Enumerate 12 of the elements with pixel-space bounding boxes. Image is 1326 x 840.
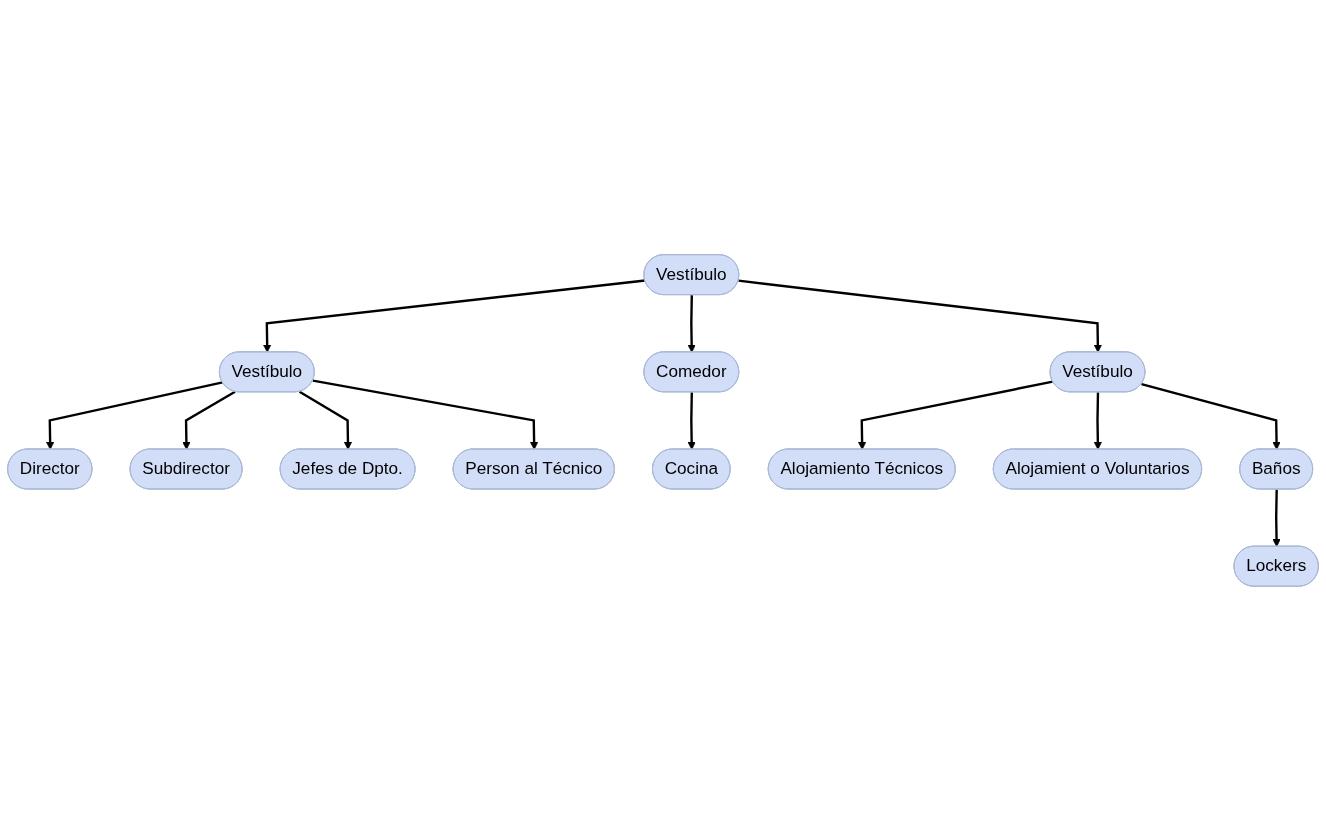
arrow — [182, 390, 236, 450]
arrow — [1141, 382, 1281, 450]
arrow — [45, 380, 223, 450]
arrow — [1272, 489, 1281, 547]
arrow — [738, 279, 1103, 353]
arrow — [263, 278, 646, 353]
arrow — [312, 379, 539, 450]
arrow — [857, 380, 1054, 450]
arrow — [1093, 391, 1103, 450]
arrow — [687, 294, 696, 353]
arrow — [298, 390, 353, 450]
arrow — [687, 391, 696, 450]
